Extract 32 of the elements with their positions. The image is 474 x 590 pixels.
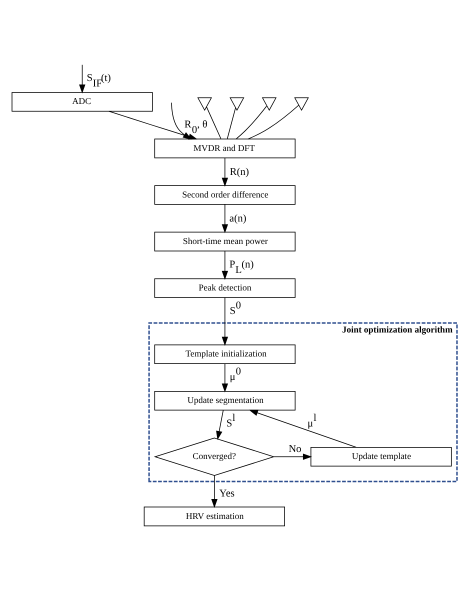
- edge-label: No: [288, 444, 301, 456]
- node-box: MVDR and DFT: [154, 138, 296, 158]
- node-box: ADC: [11, 92, 152, 112]
- node-antenna: [261, 97, 276, 111]
- connector: [247, 104, 299, 140]
- arrow: [78, 64, 85, 94]
- node-box: Second order difference: [154, 185, 296, 205]
- node-box: Peak detection: [154, 278, 296, 298]
- arrow: [221, 204, 228, 234]
- edge-label: R(n): [229, 166, 249, 178]
- connector: [206, 106, 221, 140]
- node-box: Short-time mean power: [154, 232, 296, 252]
- edge-label: a(n): [228, 213, 246, 224]
- arrow: [221, 297, 228, 346]
- arrow: [273, 454, 312, 460]
- arrow: [221, 158, 228, 187]
- node-box: Update segmentation: [154, 391, 296, 411]
- node-diamond: Converged?: [153, 438, 274, 476]
- node-antenna: [229, 97, 244, 111]
- arrow: [221, 250, 228, 280]
- connector: [235, 106, 266, 140]
- arrow: [216, 410, 224, 440]
- edge-label: Yes: [218, 488, 234, 500]
- arrow: [221, 363, 228, 393]
- arrow: [210, 475, 218, 508]
- node-antenna: [196, 97, 212, 111]
- node-box: HRV estimation: [143, 506, 284, 526]
- node-box: Update template: [310, 446, 452, 466]
- connector: [226, 107, 236, 140]
- arrow: [248, 410, 356, 448]
- node-antenna: [294, 97, 308, 111]
- node-box: Template initialization: [154, 344, 296, 364]
